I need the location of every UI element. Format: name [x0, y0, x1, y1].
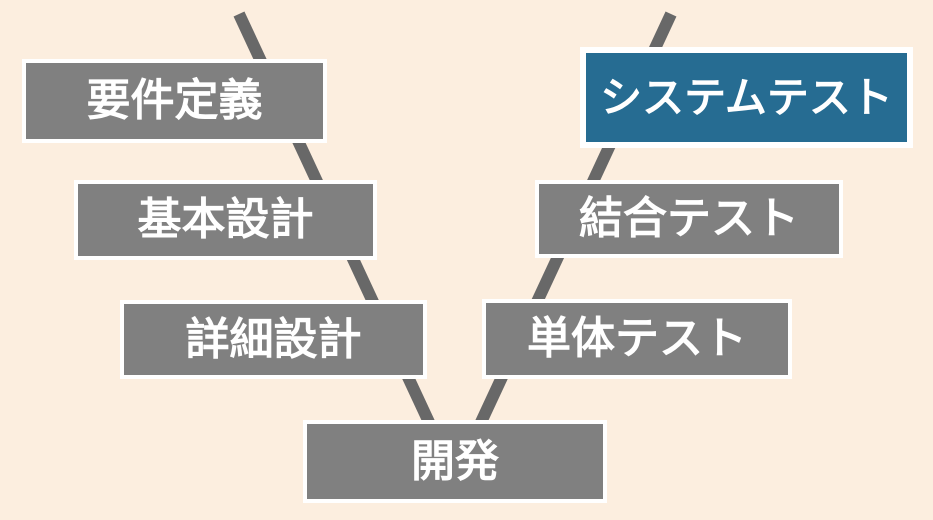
node-unit-test: 単体テスト — [482, 299, 792, 379]
node-development: 開発 — [303, 420, 607, 503]
node-detailed-design: 詳細設計 — [120, 300, 427, 379]
node-development-label: 開発 — [411, 436, 499, 486]
node-unit-test-label: 単体テスト — [527, 314, 747, 363]
node-system-test-label: システムテスト — [600, 73, 893, 121]
node-requirements-definition-label: 要件定義 — [86, 76, 263, 125]
node-requirements-definition: 要件定義 — [22, 59, 327, 143]
node-basic-design-label: 基本設計 — [137, 195, 314, 244]
node-detailed-design-label: 詳細設計 — [185, 314, 362, 364]
node-basic-design: 基本設計 — [74, 180, 377, 260]
node-integration-test-label: 結合テスト — [579, 194, 799, 243]
node-integration-test: 結合テスト — [535, 180, 843, 258]
node-system-test: システムテスト — [580, 47, 913, 148]
